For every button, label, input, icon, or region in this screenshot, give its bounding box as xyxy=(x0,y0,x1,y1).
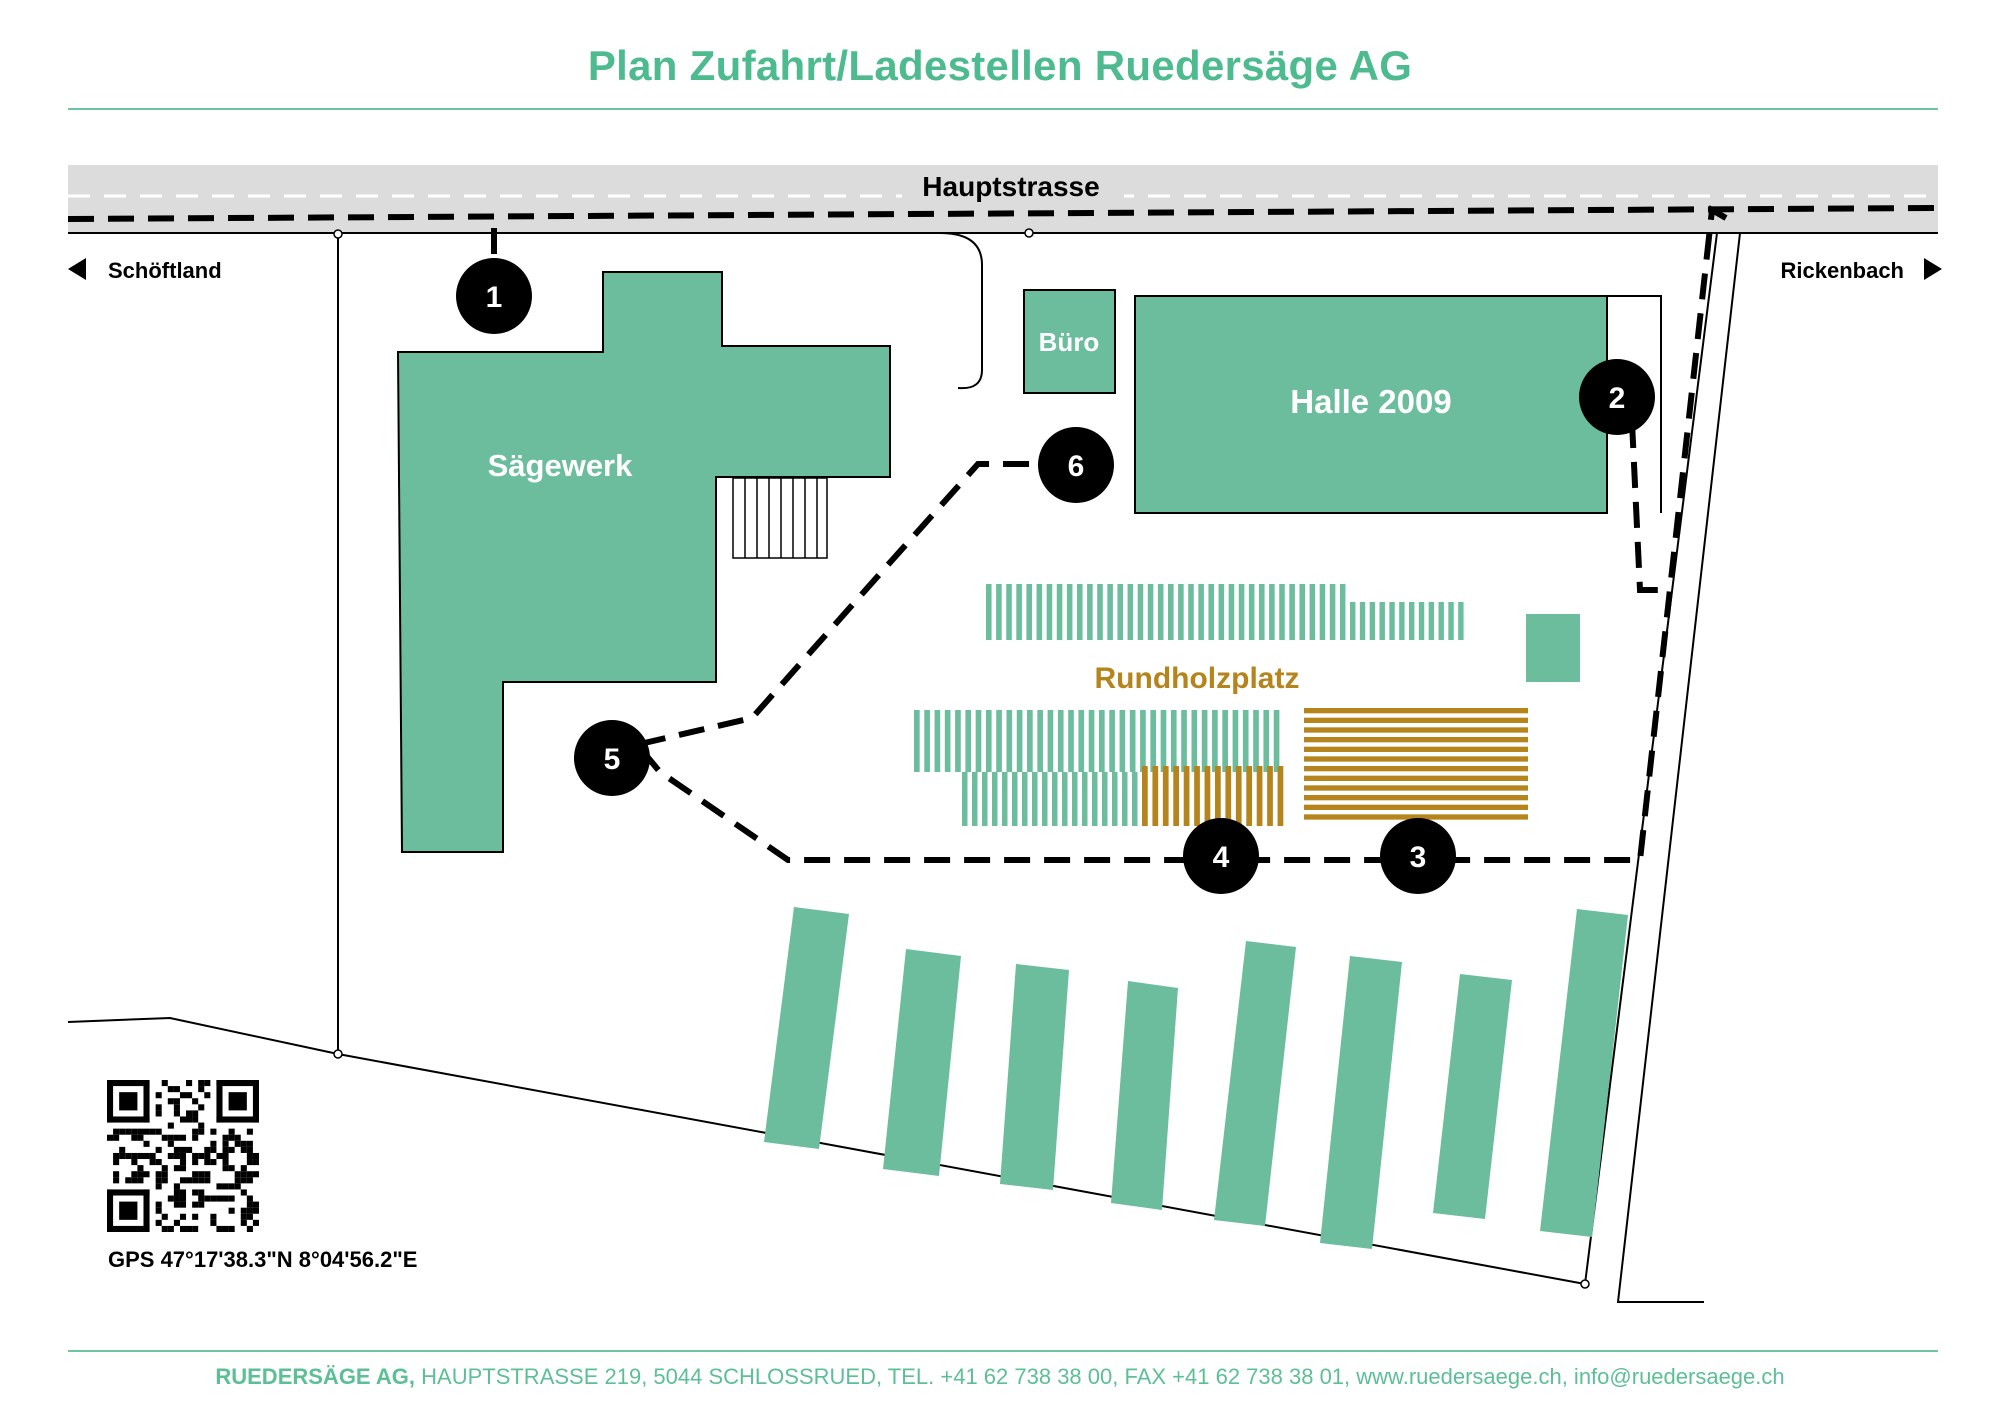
label-buero: Büro xyxy=(1039,327,1100,357)
storage-shed xyxy=(1433,974,1512,1219)
page-title: Plan Zufahrt/Ladestellen Ruedersäge AG xyxy=(587,42,1413,89)
storage-shed xyxy=(764,907,849,1149)
storage-shed xyxy=(1000,964,1069,1190)
label-halle: Halle 2009 xyxy=(1290,383,1451,420)
boundary-marker xyxy=(333,229,343,239)
route-main-loop xyxy=(637,205,1728,863)
stairs xyxy=(732,477,828,559)
svg-text:6: 6 xyxy=(1068,450,1085,483)
log-stack-green xyxy=(962,772,1138,826)
road-label: Hauptstrasse xyxy=(922,171,1099,202)
stop-1[interactable]: 1 xyxy=(456,258,532,334)
triangle-right-icon xyxy=(1924,258,1942,280)
access-route xyxy=(67,205,1937,863)
footer-address: HAUPTSTRASSE 219, 5044 SCHLOSSRUED, TEL.… xyxy=(415,1364,1785,1389)
halle-annex xyxy=(1607,295,1662,513)
storage-shed xyxy=(1540,909,1628,1237)
direction-left: Schöftland xyxy=(108,258,222,283)
log-stack-green xyxy=(986,584,1346,640)
stop-markers: 1 2 3 4 5 6 xyxy=(456,258,1655,894)
storage-shed xyxy=(1214,941,1296,1226)
building-saegewerk xyxy=(396,271,891,853)
label-saegewerk: Sägewerk xyxy=(488,448,634,483)
svg-text:1: 1 xyxy=(486,281,503,314)
log-stack-green xyxy=(914,710,1280,772)
building-halle xyxy=(1134,295,1608,514)
stop-5[interactable]: 5 xyxy=(574,720,650,796)
route-to-2 xyxy=(1629,421,1670,593)
footer-contact: RUEDERSÄGE AG, HAUPTSTRASSE 219, 5044 SC… xyxy=(0,1364,2000,1390)
triangle-left-icon xyxy=(68,258,86,280)
log-stacks xyxy=(914,584,1528,826)
route-hauptstrasse xyxy=(67,205,1937,222)
storage-shed xyxy=(1111,981,1178,1210)
stop-2[interactable]: 2 xyxy=(1579,359,1655,435)
small-shed xyxy=(1526,614,1580,682)
svg-text:3: 3 xyxy=(1410,841,1427,874)
svg-text:4: 4 xyxy=(1213,841,1230,874)
footer-company: RUEDERSÄGE AG, xyxy=(215,1364,416,1389)
stop-4[interactable]: 4 xyxy=(1183,818,1259,894)
log-stack-brown xyxy=(1142,766,1284,826)
stop-3[interactable]: 3 xyxy=(1380,818,1456,894)
svg-text:2: 2 xyxy=(1609,382,1626,415)
qr-code xyxy=(107,1080,259,1232)
building-buero xyxy=(1023,289,1116,394)
site-map: Sägewerk Büro Halle 2009 Rundholzplatz xyxy=(67,165,1942,1303)
boundary-marker xyxy=(333,1049,343,1059)
footer-divider xyxy=(68,1350,1938,1352)
stairs-hatch xyxy=(744,478,818,558)
log-stack-green xyxy=(1350,602,1464,640)
route-to-6 xyxy=(639,461,1062,747)
direction-right: Rickenbach xyxy=(1781,258,1905,283)
storage-shed xyxy=(1320,956,1402,1249)
road-label-bg xyxy=(902,168,1124,206)
header-divider xyxy=(68,108,1938,110)
storage-shed xyxy=(883,949,961,1176)
storage-sheds xyxy=(764,907,1628,1249)
label-rundholzplatz: Rundholzplatz xyxy=(1095,662,1300,695)
svg-text:5: 5 xyxy=(604,743,621,776)
log-stack-brown xyxy=(1304,708,1528,820)
boundary-marker xyxy=(1024,228,1034,238)
stop-6[interactable]: 6 xyxy=(1038,427,1114,503)
gps-coordinates: GPS 47°17'38.3"N 8°04'56.2"E xyxy=(108,1247,418,1272)
boundary-marker xyxy=(1580,1279,1590,1289)
